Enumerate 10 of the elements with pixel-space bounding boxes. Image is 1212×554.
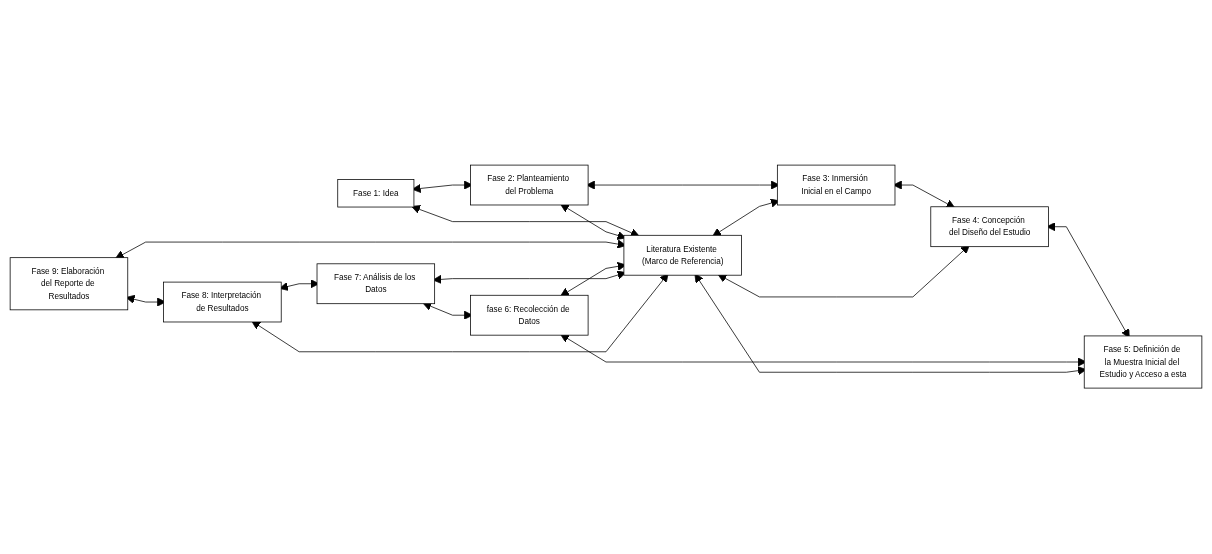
node-box: Fase 1: Idea xyxy=(337,179,415,208)
node-box: Fase 4: Concepción del Diseño del Estudio xyxy=(930,206,1049,248)
node-box: Fase 5: Definición de la Muestra Inicial del Estudio y Acceso a esta xyxy=(1083,335,1203,389)
node-box: Fase 2: Planteamiento del Problema xyxy=(470,165,589,206)
node-box: fase 6: Recolección de Datos xyxy=(470,295,589,336)
node-box: Literatura Existente (Marco de Referencia) xyxy=(623,235,742,276)
node-box: Fase 9: Elaboración del Reporte de Resultados xyxy=(9,257,129,311)
node-box: Fase 7: Análisis de los Datos xyxy=(316,263,436,305)
node-box: Fase 8: Interpretación de Resultados xyxy=(163,282,282,323)
node-box: Fase 3: Inmersión Inicial en el Campo xyxy=(776,165,896,206)
